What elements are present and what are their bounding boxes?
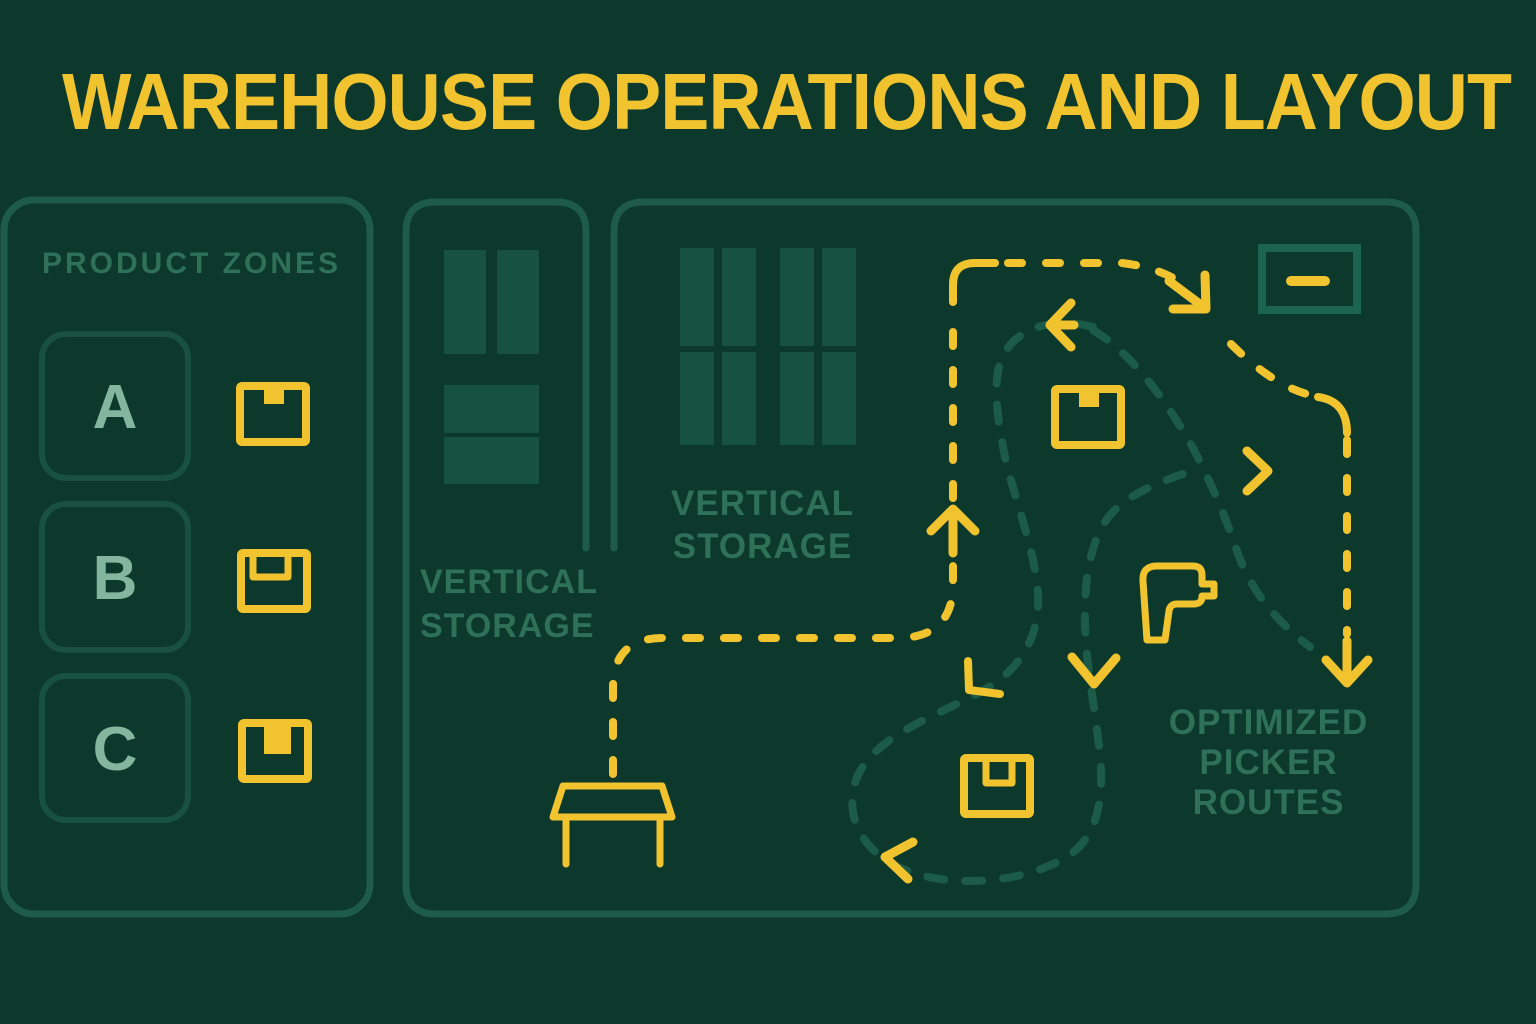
vertical-storage-shelves-right <box>680 248 856 445</box>
arrow-down-right-icon <box>1164 270 1211 314</box>
optimized-route-dashed <box>609 259 1351 778</box>
page-title: WAREHOUSE OPERATIONS AND LAYOUT <box>62 57 1512 146</box>
package-icon <box>238 719 312 783</box>
zone-a-cell <box>39 331 191 481</box>
zone-c-label: C <box>92 715 138 784</box>
outbound-box-icon <box>1258 244 1361 314</box>
chevron-down-icon <box>1067 652 1121 689</box>
table-icon <box>549 782 676 868</box>
product-zones-panel <box>0 196 374 918</box>
package-icon <box>960 754 1034 818</box>
optimized-picker-routes-label: OPTIMIZED PICKER ROUTES <box>1168 703 1369 822</box>
product-zones-heading: PRODUCT ZONES <box>42 247 342 280</box>
chevron-right-icon <box>1242 446 1273 496</box>
alternate-route-dashed <box>848 319 1314 886</box>
arrow-left-icon <box>1045 298 1079 352</box>
vertical-storage-label-right: VERTICAL STORAGE <box>671 484 854 566</box>
vertical-storage-shelves-middle <box>444 250 539 484</box>
storage-and-routes-panel <box>402 198 1420 918</box>
route-corner-mark-icon <box>964 657 1004 698</box>
vertical-storage-label-middle: VERTICAL STORAGE <box>420 563 598 645</box>
package-icon <box>236 382 310 446</box>
barcode-scanner-icon <box>1139 562 1218 644</box>
arrow-up-icon <box>926 504 980 558</box>
zone-a-label: A <box>92 373 138 442</box>
zone-c-cell <box>39 673 191 823</box>
zone-b-cell <box>39 501 191 653</box>
arrow-left-loop-icon <box>880 837 918 884</box>
package-icon <box>237 549 311 613</box>
package-icon <box>1051 385 1125 449</box>
arrow-down-icon <box>1321 636 1373 688</box>
zone-b-label: B <box>92 544 138 613</box>
